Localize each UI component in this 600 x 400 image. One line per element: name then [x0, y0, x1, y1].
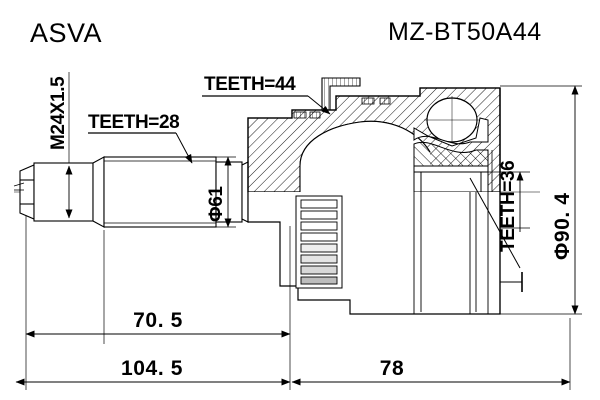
- shaft-diameter-label: Φ61: [206, 186, 227, 222]
- ball-bearing: [424, 96, 480, 144]
- extension-lines: [25, 215, 571, 390]
- housing-teeth-marks: [293, 97, 391, 119]
- housing-right-edge: [491, 88, 501, 314]
- dimension-cage-teeth: [202, 95, 331, 115]
- total-shaft-length-label: 104. 5: [121, 357, 183, 380]
- brand-label: ASVA: [30, 18, 103, 48]
- shaft-teeth-label: TEETH=28: [88, 112, 179, 133]
- shaft-collar: [92, 156, 105, 228]
- spline-teeth-stack: [295, 195, 343, 289]
- dimension-housing-diameter: [500, 85, 582, 315]
- shaft-thread-section: [33, 162, 94, 222]
- housing-lower-outline: [247, 192, 501, 315]
- part-number-label: MZ-BT50A44: [388, 18, 542, 46]
- cage-teeth-label: TEETH=44: [204, 74, 296, 95]
- bearing-cage: [413, 117, 489, 173]
- inner-race-spline: [413, 171, 489, 193]
- joint-length-label: 78: [380, 357, 405, 380]
- dimension-shaft-teeth: [88, 132, 193, 164]
- shaft-body: [103, 156, 217, 228]
- shaft-length-label: 70. 5: [133, 309, 183, 332]
- inner-teeth-label: TEETH=36: [498, 161, 519, 252]
- dimension-shaft-diameter: [216, 156, 236, 228]
- shaft-threaded-nose: [13, 164, 35, 220]
- dimension-inner-teeth: [469, 171, 530, 292]
- thread-spec-label: M24X1.5: [48, 76, 69, 150]
- housing-inner-profile: [299, 120, 431, 192]
- housing-diameter-label: Φ90. 4: [551, 192, 574, 260]
